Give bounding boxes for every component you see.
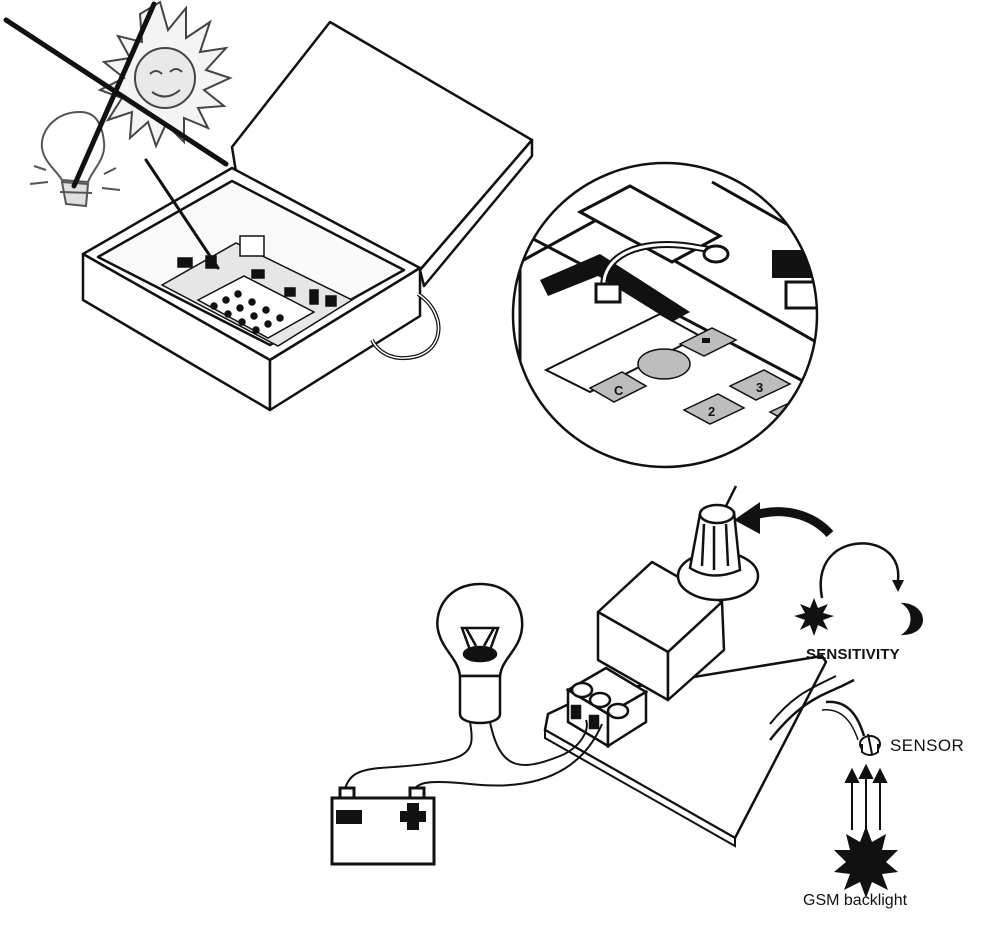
svg-text:3: 3 — [756, 380, 763, 395]
box-front-right — [268, 266, 422, 412]
bulb-icon — [29, 110, 121, 208]
sensor-label: SENSOR — [890, 736, 965, 755]
light-rays — [3, 1, 229, 270]
potentiometer-knob[interactable] — [676, 485, 760, 602]
minus-icon — [336, 810, 362, 824]
magnifier: C 3 2 6 — [511, 161, 819, 469]
box-lid-edge — [418, 138, 534, 288]
sun-icon — [97, 0, 233, 149]
light-arrows-icon — [844, 763, 888, 830]
plus-icon — [400, 803, 426, 830]
wires — [343, 719, 603, 793]
sensitivity-label: SENSITIVITY — [806, 646, 900, 663]
sensitivity-curve-icon — [819, 542, 904, 599]
moon-icon — [900, 602, 923, 636]
load-bulb-icon — [436, 582, 524, 725]
svg-text:6: 6 — [796, 406, 803, 421]
terminal-block — [565, 666, 649, 749]
svg-text:2: 2 — [708, 404, 715, 419]
adjust-arrow-icon — [734, 502, 834, 538]
sensor-chip-zoom — [594, 282, 622, 304]
sun-small-icon — [794, 598, 834, 636]
gsm-backlight-label: GSM backlight — [803, 892, 908, 909]
battery — [330, 786, 436, 866]
backlight-burst-icon — [834, 826, 898, 898]
sensor-icon — [821, 700, 881, 756]
svg-text:C: C — [614, 383, 624, 398]
circuit-board-small — [160, 235, 354, 347]
